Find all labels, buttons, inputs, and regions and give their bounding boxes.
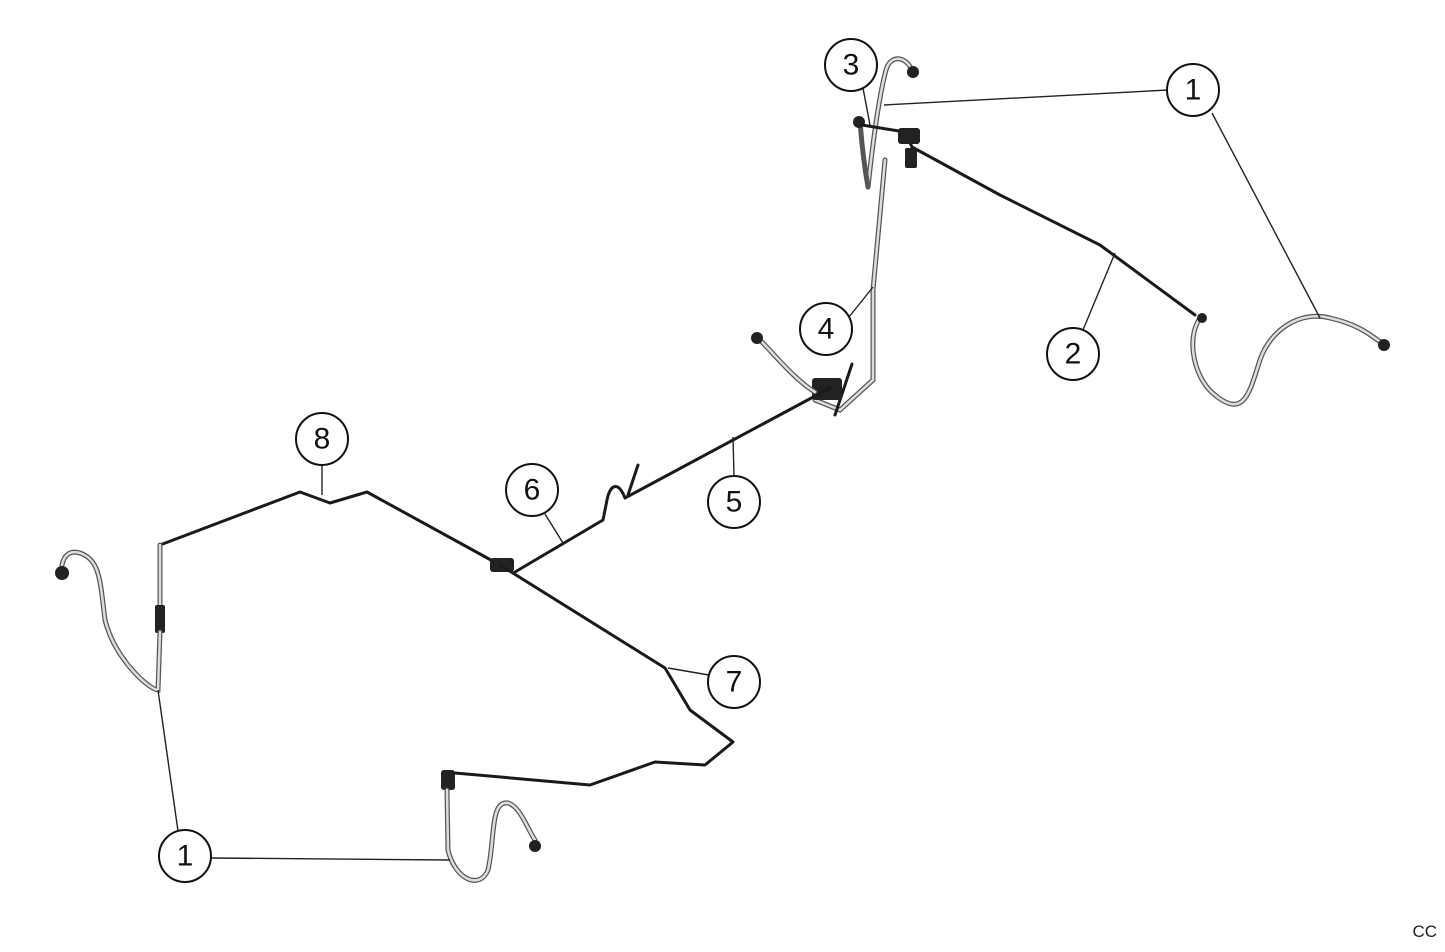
leader-1-top-b [1211, 112, 1321, 319]
callout-label: 2 [1065, 338, 1082, 371]
callout-1-top: 1 [1166, 63, 1220, 117]
leader-4 [848, 286, 874, 318]
corner-code: CC [1412, 922, 1437, 941]
leader-6 [544, 513, 564, 544]
brake-line-2 [910, 145, 1197, 317]
flex-hose-rear-right [1190, 313, 1390, 407]
callout-label: 5 [726, 486, 743, 519]
brake-line-8 [155, 490, 514, 633]
callout-label: 7 [726, 666, 743, 699]
leader-1-top-a [883, 89, 1169, 106]
callout-label: 4 [818, 313, 835, 346]
callout-4: 4 [799, 302, 853, 356]
brake-line-7 [453, 563, 735, 787]
callout-label: 8 [314, 423, 331, 456]
callout-1-bottom: 1 [158, 829, 212, 883]
leader-1-bottom-b [210, 857, 451, 861]
callout-label: 1 [1185, 74, 1202, 107]
callout-3: 3 [824, 38, 878, 92]
callout-5: 5 [707, 475, 761, 529]
leader-7 [667, 667, 710, 676]
callout-label: 1 [177, 840, 194, 873]
callout-8: 8 [295, 412, 349, 466]
callout-6: 6 [505, 463, 559, 517]
callout-2: 2 [1046, 327, 1100, 381]
leader-2 [1082, 252, 1116, 331]
brake-line-5 [623, 386, 832, 500]
callout-label: 6 [524, 474, 541, 507]
leader-3 [862, 87, 871, 126]
flex-hose-rear-left [55, 549, 163, 693]
leader-1-bottom-a [157, 689, 179, 832]
leader-5 [732, 436, 735, 478]
flex-hose-front-left [441, 770, 541, 883]
callout-label: 3 [843, 49, 860, 82]
flex-hose-front [853, 56, 920, 190]
callout-7: 7 [707, 655, 761, 709]
brake-line-4 [812, 157, 888, 413]
brake-line-6 [513, 463, 640, 574]
